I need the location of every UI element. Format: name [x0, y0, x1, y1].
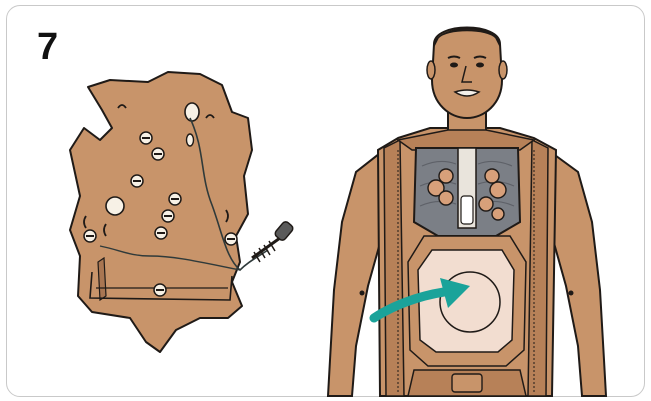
manikin-torso-icon [328, 28, 606, 397]
manikin-head-icon [427, 28, 507, 119]
chest-skin-sheet-icon [70, 72, 294, 352]
